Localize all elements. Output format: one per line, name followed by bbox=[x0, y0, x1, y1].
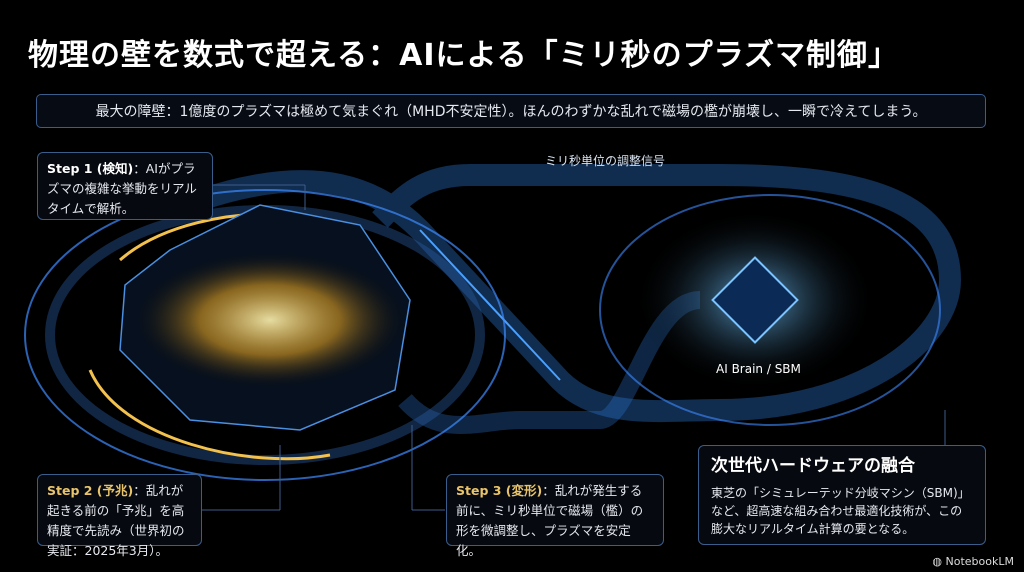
step-3-box: Step 3 (変形)：乱れが発生する前に、ミリ秒単位で磁場（檻）の形を微調整し… bbox=[446, 474, 664, 558]
page-title: 物理の壁を数式で超える：AIによる「ミリ秒のプラズマ制御」 bbox=[28, 38, 899, 73]
barrier-banner: 最大の障壁：1億度のプラズマは極めて気まぐれ（MHD不安定性）。ほんのわずかな乱… bbox=[36, 94, 986, 128]
step-1-box: Step 1 (検知)：AIがプラズマの複雑な挙動をリアルタイムで解析。 bbox=[37, 152, 213, 220]
torus-outer-ring bbox=[24, 189, 506, 481]
yellow-flow-arrow-bottom bbox=[88, 369, 331, 461]
plasma-core bbox=[130, 250, 410, 390]
logo-icon: ◍ bbox=[932, 555, 946, 568]
logo-text: NotebookLM bbox=[945, 555, 1014, 568]
step-3-label: Step 3 (変形) bbox=[456, 483, 543, 498]
step-1-text: ：AIがプラズマの複雑な挙動をリアルタイムで解析。 bbox=[47, 161, 197, 216]
ai-brain-label: AI Brain / SBM bbox=[716, 362, 801, 376]
hardware-box: 次世代ハードウェアの融合 東芝の「シミュレーテッド分岐マシン（SBM)」など、超… bbox=[698, 445, 986, 545]
step-2-label: Step 2 (予兆) bbox=[47, 483, 134, 498]
hardware-title: 次世代ハードウェアの融合 bbox=[711, 456, 915, 476]
step-2-text: ：乱れが起きる前の「予兆」を高精度で先読み（世界初の実証：2025年3月）。 bbox=[47, 483, 185, 558]
barrier-text: 最大の障壁：1億度のプラズマは極めて気まぐれ（MHD不安定性）。ほんのわずかな乱… bbox=[95, 104, 927, 120]
step-2-box: Step 2 (予兆)：乱れが起きる前の「予兆」を高精度で先読み（世界初の実証：… bbox=[37, 474, 202, 558]
ai-chip bbox=[711, 256, 799, 344]
signal-label: ミリ秒単位の調整信号 bbox=[545, 154, 666, 168]
step-3-text: ：乱れが発生する前に、ミリ秒単位で磁場（檻）の形を微調整し、プラズマを安定化。 bbox=[456, 483, 644, 558]
step-1-label: Step 1 (検知) bbox=[47, 161, 134, 176]
hardware-text: 東芝の「シミュレーテッド分岐マシン（SBM)」など、超高速な組み合わせ最適化技術… bbox=[711, 486, 970, 536]
signal-track bbox=[196, 164, 962, 423]
notebooklm-logo: ◍ NotebookLM bbox=[932, 555, 1014, 568]
